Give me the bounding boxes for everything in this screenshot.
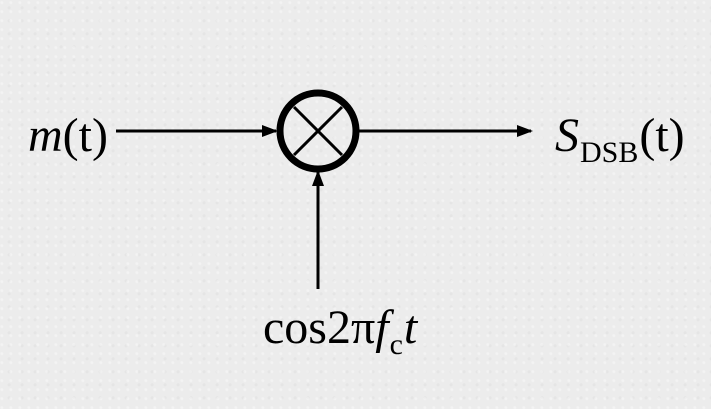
output-signal-main: S: [555, 109, 579, 162]
multiplier-icon: [276, 89, 360, 173]
output-signal-label: SDSB(t): [555, 109, 685, 168]
carrier-signal-prefix: cos2π: [263, 301, 376, 354]
multiplier-node: [276, 89, 360, 173]
carrier-signal-suffix: t: [403, 301, 418, 354]
input-signal-label: m(t): [28, 112, 108, 160]
output-signal-subscript: DSB: [580, 136, 639, 169]
input-signal-main: m: [28, 109, 63, 162]
input-signal-arg: (t): [62, 109, 108, 162]
carrier-signal-subscript: c: [389, 328, 403, 361]
output-signal-arg: (t): [639, 109, 685, 162]
carrier-signal-label: cos2πfct: [263, 301, 418, 360]
carrier-signal-var: f: [375, 301, 389, 354]
